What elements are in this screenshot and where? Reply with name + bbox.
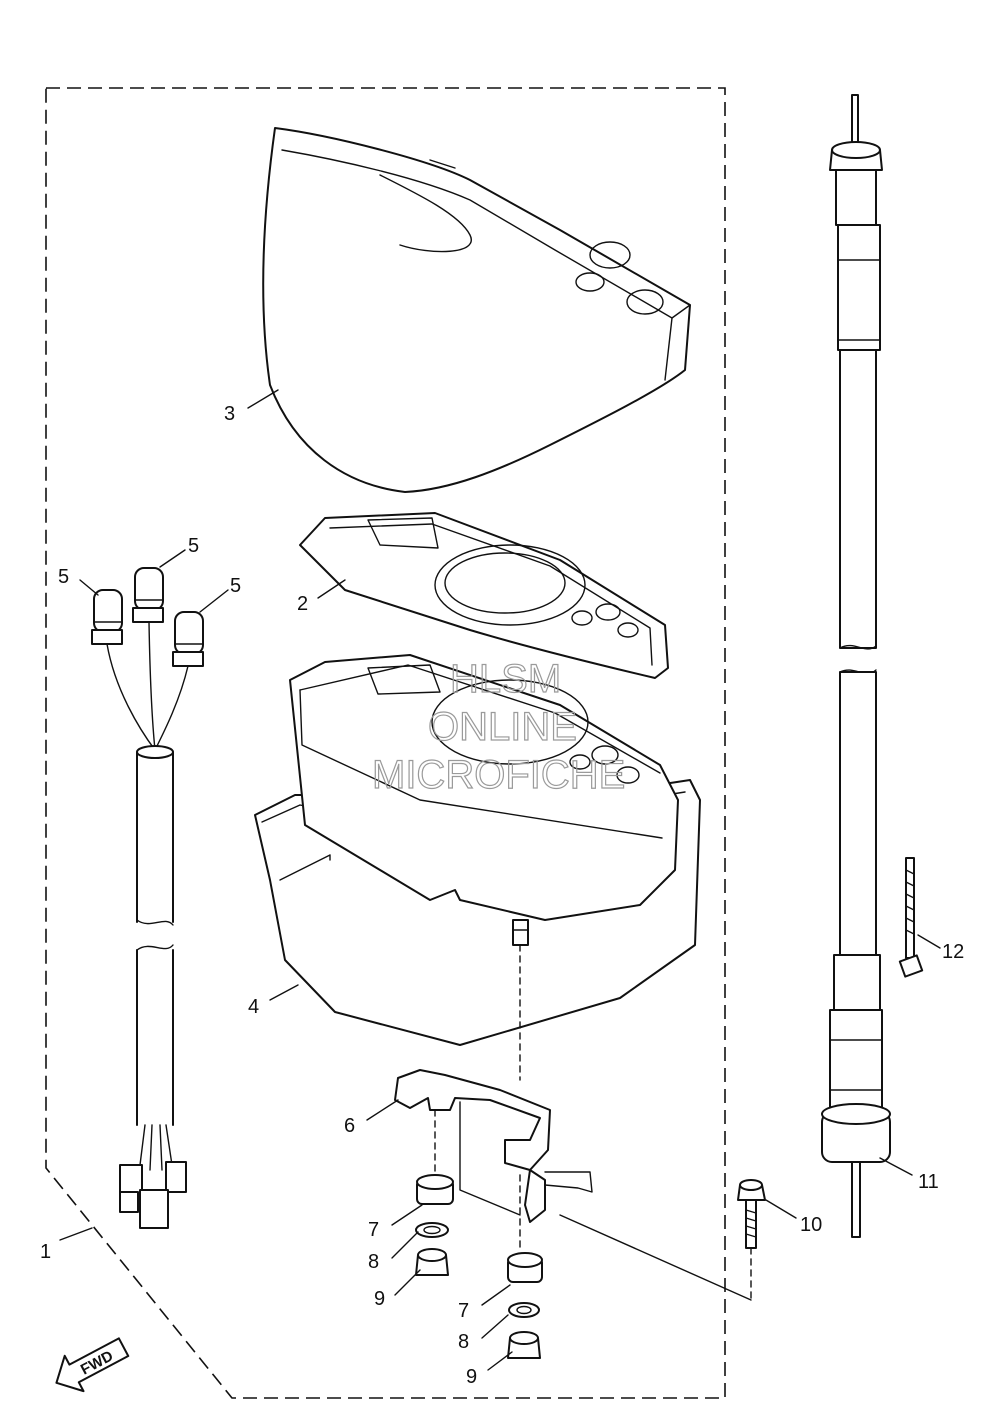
- callout-2: 2: [297, 593, 308, 615]
- callout-5-right: 5: [230, 575, 241, 597]
- callout-5-left: 5: [58, 566, 69, 588]
- meter-panel[interactable]: [299, 512, 669, 679]
- callout-4: 4: [248, 996, 259, 1018]
- watermark: HLSM ONLINE MICROFICHE: [371, 656, 626, 797]
- callout-6: 6: [344, 1115, 355, 1137]
- callout-12: 12: [942, 941, 964, 963]
- grommet-left[interactable]: [416, 1174, 454, 1205]
- callout-3: 3: [224, 403, 235, 425]
- watermark-line2: ONLINE: [428, 705, 577, 749]
- callout-9-right: 9: [466, 1366, 477, 1388]
- grommet-right[interactable]: [507, 1252, 543, 1283]
- meter-assembly[interactable]: [254, 654, 701, 1081]
- nut-right[interactable]: [507, 1331, 541, 1359]
- nut-left[interactable]: [415, 1248, 449, 1276]
- washer-left[interactable]: [415, 1222, 449, 1238]
- washer-right[interactable]: [508, 1302, 540, 1318]
- bolt[interactable]: [559, 1179, 766, 1301]
- bulb-socket-right[interactable]: [172, 611, 204, 667]
- callout-10: 10: [800, 1214, 822, 1236]
- callout-8-left: 8: [368, 1251, 379, 1273]
- bulb-socket-left[interactable]: [91, 589, 123, 645]
- watermark-line1: HLSM: [450, 657, 561, 701]
- callout-1: 1: [40, 1241, 51, 1263]
- bulb-socket-center[interactable]: [132, 567, 164, 623]
- callout-5-center: 5: [188, 535, 199, 557]
- assembly-boundary: [45, 87, 726, 1399]
- callout-7-left: 7: [368, 1219, 379, 1241]
- forward-arrow-icon: FWD: [55, 1337, 130, 1393]
- meter-cover[interactable]: [262, 127, 691, 493]
- meter-bracket[interactable]: [394, 1069, 593, 1251]
- callout-9-left: 9: [374, 1288, 385, 1310]
- callout-8-right: 8: [458, 1331, 469, 1353]
- leader-lines: [59, 389, 941, 1371]
- callout-11: 11: [918, 1171, 939, 1193]
- wire-harness[interactable]: [106, 621, 189, 1229]
- callout-7-right: 7: [458, 1300, 469, 1322]
- watermark-line3: MICROFICHE: [372, 753, 625, 797]
- cable-tie[interactable]: [898, 857, 924, 978]
- speedometer-cable[interactable]: [821, 94, 891, 1238]
